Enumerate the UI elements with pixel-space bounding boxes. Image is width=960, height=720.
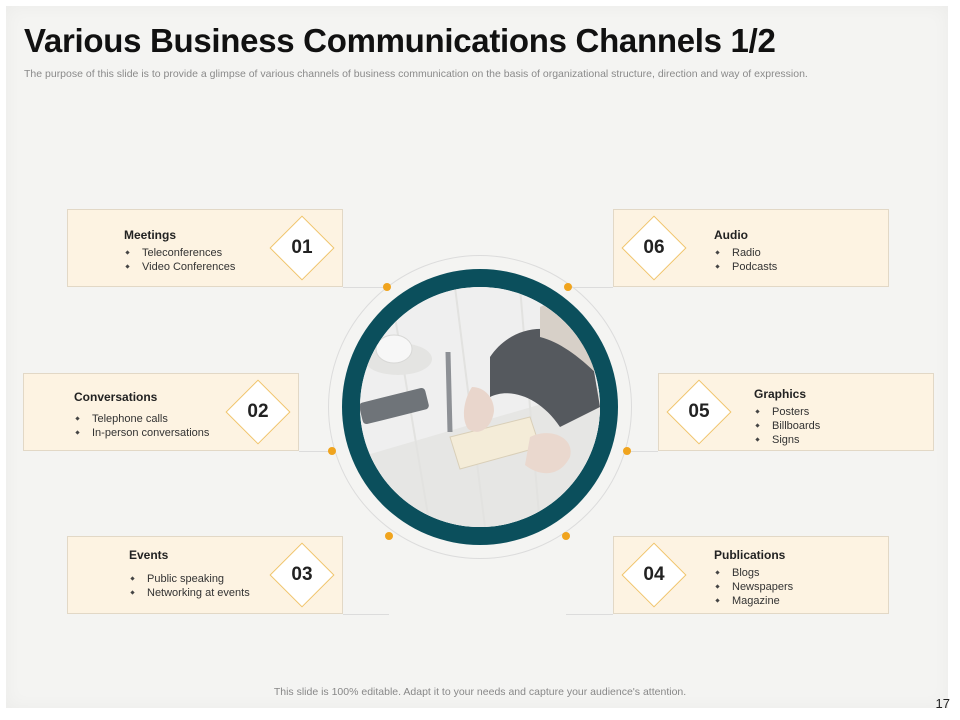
list-item: Radio	[714, 246, 777, 260]
connector-line	[343, 287, 387, 288]
list-item: Magazine	[714, 594, 793, 608]
connector-line	[566, 614, 613, 615]
list-item: Billboards	[754, 419, 820, 433]
bullet-icon	[755, 409, 760, 414]
card-items: Posters Billboards Signs	[754, 405, 820, 447]
connector-line	[343, 614, 389, 615]
bullet-icon	[715, 598, 720, 603]
channel-number: 02	[247, 401, 269, 422]
connector-dot	[385, 532, 393, 540]
list-item: Networking at events	[129, 586, 250, 600]
outer-ring	[328, 255, 632, 559]
connector-line	[299, 451, 332, 452]
card-title: Graphics	[754, 387, 807, 401]
card-items: Radio Podcasts	[714, 246, 777, 274]
connector-dot	[564, 283, 572, 291]
card-title: Conversations	[74, 390, 158, 404]
bullet-icon	[755, 423, 760, 428]
list-item: Telephone calls	[74, 412, 209, 426]
bullet-icon	[125, 264, 130, 269]
connector-dot	[562, 532, 570, 540]
bullet-icon	[75, 416, 80, 421]
bullet-icon	[130, 590, 135, 595]
channel-number: 01	[291, 237, 313, 258]
channel-number: 05	[688, 401, 710, 422]
card-title: Audio	[714, 228, 748, 242]
writing-photo	[360, 287, 600, 527]
bullet-icon	[715, 264, 720, 269]
card-items: Public speaking Networking at events	[129, 572, 250, 600]
card-items: Blogs Newspapers Magazine	[714, 566, 793, 608]
slide-subtitle: The purpose of this slide is to provide …	[24, 68, 808, 80]
bullet-icon	[715, 584, 720, 589]
list-item: Public speaking	[129, 572, 250, 586]
bullet-icon	[715, 250, 720, 255]
card-title: Publications	[714, 548, 786, 562]
connector-dot	[623, 447, 631, 455]
page-number: 17	[935, 696, 950, 711]
list-item: Podcasts	[714, 260, 777, 274]
list-item: In-person conversations	[74, 426, 209, 440]
connector-line	[566, 287, 613, 288]
bullet-icon	[125, 250, 130, 255]
channel-number: 03	[291, 564, 313, 585]
list-item: Blogs	[714, 566, 793, 580]
list-item: Signs	[754, 433, 820, 447]
channel-number: 06	[643, 237, 665, 258]
connector-line	[627, 451, 658, 452]
slide-title: Various Business Communications Channels…	[24, 22, 776, 59]
bullet-icon	[75, 430, 80, 435]
bullet-icon	[715, 570, 720, 575]
card-title: Meetings	[124, 228, 177, 242]
bullet-icon	[755, 437, 760, 442]
card-title: Events	[129, 548, 169, 562]
connector-dot	[383, 283, 391, 291]
list-item: Video Conferences	[124, 260, 235, 274]
bullet-icon	[130, 576, 135, 581]
footer-note: This slide is 100% editable. Adapt it to…	[273, 686, 687, 698]
list-item: Posters	[754, 405, 820, 419]
card-items: Teleconferences Video Conferences	[124, 246, 235, 274]
connector-dot	[328, 447, 336, 455]
card-items: Telephone calls In-person conversations	[74, 412, 209, 440]
channel-number: 04	[643, 564, 665, 585]
list-item: Newspapers	[714, 580, 793, 594]
list-item: Teleconferences	[124, 246, 235, 260]
